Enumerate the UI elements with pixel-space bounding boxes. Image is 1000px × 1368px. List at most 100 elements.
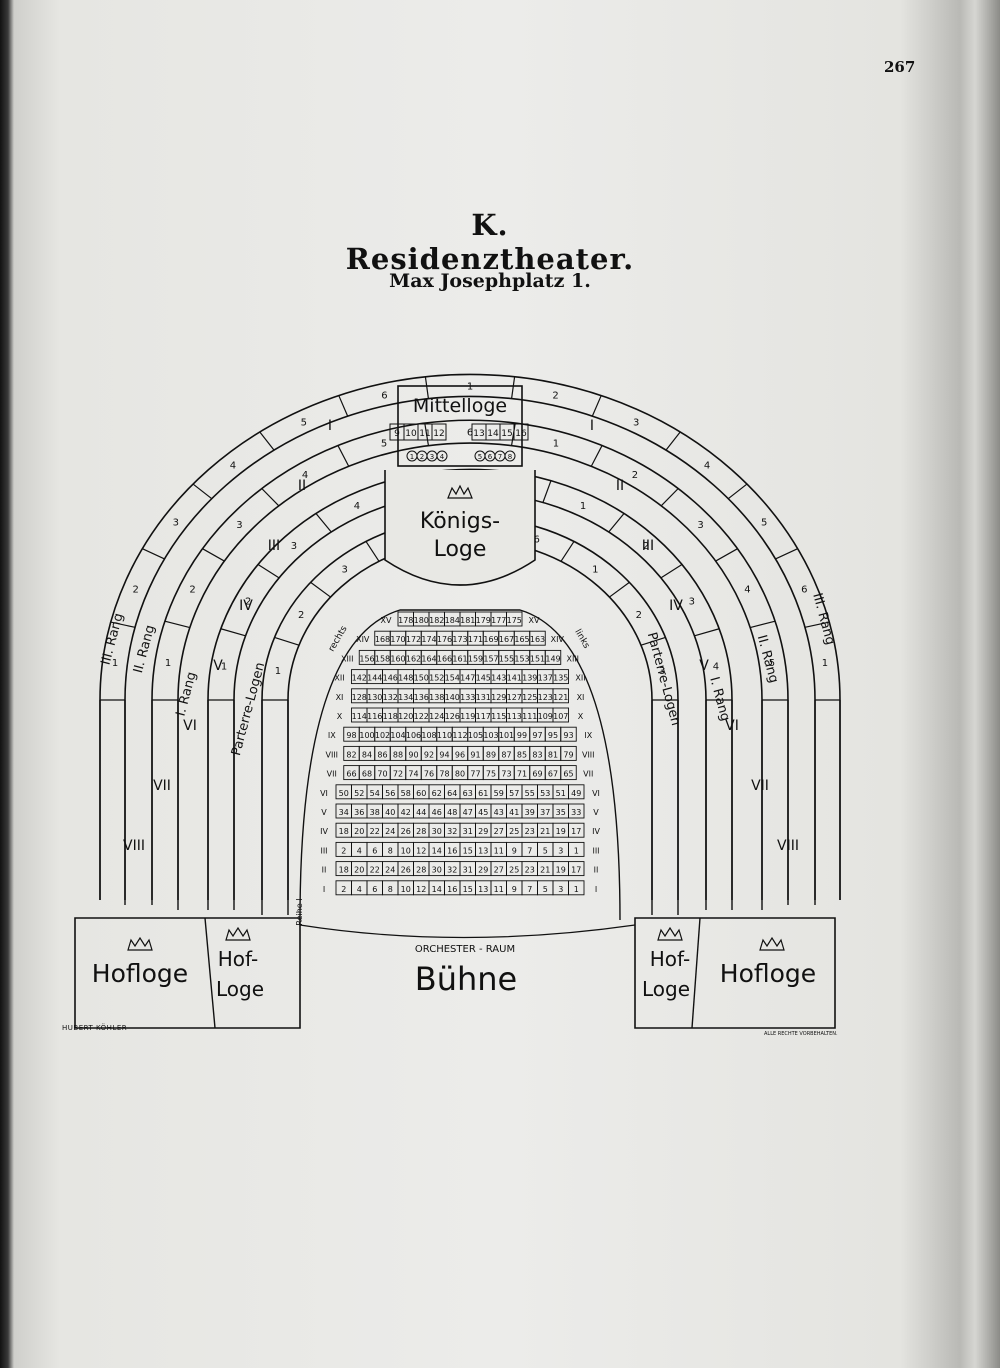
parquet-seat-number: 92 bbox=[424, 750, 434, 759]
box-seat-number: 6 bbox=[381, 391, 387, 402]
parquet-seat-number: 79 bbox=[563, 750, 573, 759]
mittelloge-label: Mittelloge bbox=[413, 395, 507, 417]
parquet-seat-number: 50 bbox=[339, 789, 349, 798]
box-seat-number: 1 bbox=[165, 658, 171, 669]
parquet-seat bbox=[568, 841, 585, 857]
parquet-seat-number: 162 bbox=[406, 654, 421, 663]
hof-loge-divider bbox=[204, 917, 216, 1029]
box-seat-number: 2 bbox=[632, 470, 638, 481]
balcony-arc bbox=[151, 419, 789, 900]
box-numeral-left: VIII bbox=[123, 838, 145, 854]
parquet-seat-number: 10 bbox=[401, 846, 411, 855]
parquet-seat-number: 134 bbox=[398, 693, 413, 702]
box-seat-number: 4 bbox=[744, 585, 750, 596]
rang-label-left: III. Rang bbox=[99, 612, 127, 667]
parquet-seat-number: 62 bbox=[432, 789, 442, 798]
box-numeral-left: IV bbox=[239, 598, 253, 614]
parquet-seat-number: 181 bbox=[460, 616, 475, 625]
box-seat-number: 3 bbox=[659, 666, 665, 677]
mittelloge-circle-number: 7 bbox=[498, 453, 502, 461]
row-numeral: XIII bbox=[341, 654, 354, 663]
mittelloge-circle-number: 8 bbox=[508, 453, 512, 461]
box-seat-number: 3 bbox=[236, 520, 242, 531]
parquet-seat-number: 168 bbox=[375, 635, 390, 644]
parquet-seat-number: 28 bbox=[416, 827, 426, 836]
parquet-seat-number: 140 bbox=[445, 693, 460, 702]
mittelloge-seat bbox=[431, 423, 447, 441]
parquet-seat-number: 22 bbox=[370, 866, 380, 875]
parquet-seat-number: 72 bbox=[393, 770, 403, 779]
parquet-seat-number: 128 bbox=[352, 693, 367, 702]
parquet-seat-number: 60 bbox=[416, 789, 426, 798]
parquet-seat-number: 49 bbox=[571, 789, 581, 798]
parquet-seat-number: 93 bbox=[563, 731, 573, 740]
row-numeral: VII bbox=[583, 770, 593, 779]
box-numeral-right: IV bbox=[669, 598, 683, 614]
parquet-seat-number: 146 bbox=[383, 674, 398, 683]
parquet-seat-number: 21 bbox=[540, 866, 550, 875]
parquet-seat bbox=[544, 649, 562, 665]
rechts-label: rechts bbox=[327, 624, 350, 653]
parquet-seat-number: 64 bbox=[447, 789, 457, 798]
box-seat-number: 4 bbox=[302, 470, 308, 481]
row-numeral: IV bbox=[320, 827, 328, 836]
row-numeral: V bbox=[321, 808, 327, 817]
parquet-seat-number: 26 bbox=[401, 827, 411, 836]
parquet-seat bbox=[560, 765, 577, 781]
parquet-seat-number: 179 bbox=[476, 616, 491, 625]
parquet-seat-number: 59 bbox=[494, 789, 504, 798]
parquet-seat bbox=[568, 784, 585, 800]
parquet-seat-number: 153 bbox=[514, 654, 529, 663]
parquet-seat-number: 117 bbox=[476, 712, 491, 721]
parquet-seat-number: 129 bbox=[491, 693, 506, 702]
parquet-seat-number: 173 bbox=[452, 635, 467, 644]
row-numeral: V bbox=[593, 808, 599, 817]
parquet-seat-number: 98 bbox=[346, 731, 356, 740]
row-numeral: XI bbox=[577, 693, 585, 702]
parquet-seat-number: 18 bbox=[339, 866, 349, 875]
parquet-seat bbox=[529, 630, 546, 646]
parquet-seat bbox=[568, 861, 585, 877]
parquet-seat-number: 26 bbox=[401, 866, 411, 875]
parquet-seat-number: 80 bbox=[455, 770, 465, 779]
parquet-seat-number: 86 bbox=[377, 750, 387, 759]
row-numeral: VIII bbox=[325, 750, 338, 759]
box-seat-number: 6 bbox=[534, 535, 540, 546]
box-divider bbox=[750, 620, 776, 629]
parquet-seat-number: 102 bbox=[375, 731, 390, 740]
parquet-seat-number: 7 bbox=[527, 885, 532, 894]
crown-icon bbox=[447, 484, 473, 499]
parquet-seat-number: 83 bbox=[532, 750, 542, 759]
parquet-seat bbox=[560, 726, 577, 742]
box-divider bbox=[310, 581, 331, 598]
box-divider bbox=[220, 628, 246, 637]
box-divider bbox=[424, 422, 430, 446]
parquet-seat-number: 30 bbox=[432, 827, 442, 836]
parquet-seat-number: 41 bbox=[509, 808, 519, 817]
row-numeral: VI bbox=[592, 789, 600, 798]
parquet-seat-number: 106 bbox=[406, 731, 421, 740]
box-seats: 1234561234561123456123451234561234123456… bbox=[99, 376, 841, 915]
balcony-arc bbox=[124, 395, 816, 900]
parquet-seat-number: 169 bbox=[483, 635, 498, 644]
parquet-seat-number: 159 bbox=[468, 654, 483, 663]
box-seat-number: 1 bbox=[275, 666, 281, 677]
box-seat-number: 2 bbox=[643, 541, 649, 552]
box-divider bbox=[660, 563, 683, 579]
parquet-seat-number: 19 bbox=[556, 866, 566, 875]
parquet-seat-number: 36 bbox=[354, 808, 364, 817]
box-seat-number: 6 bbox=[467, 428, 473, 439]
parquet-seat-number: 31 bbox=[463, 827, 473, 836]
parquet-seat-number: 61 bbox=[478, 789, 488, 798]
parquet-seat-number: 125 bbox=[522, 693, 537, 702]
parquet-seat-number: 53 bbox=[540, 789, 550, 798]
parquet-seat-number: 14 bbox=[432, 846, 442, 855]
parquet-seat-number: 57 bbox=[509, 789, 519, 798]
box-divider bbox=[338, 395, 349, 417]
parquet-seat-number: 12 bbox=[416, 846, 426, 855]
row-numeral: I bbox=[595, 885, 597, 894]
box-numeral-right: V bbox=[699, 658, 709, 674]
box-numeral-left: VII bbox=[153, 778, 171, 794]
box-seat-number: 3 bbox=[173, 517, 179, 528]
box-divider bbox=[727, 483, 748, 500]
